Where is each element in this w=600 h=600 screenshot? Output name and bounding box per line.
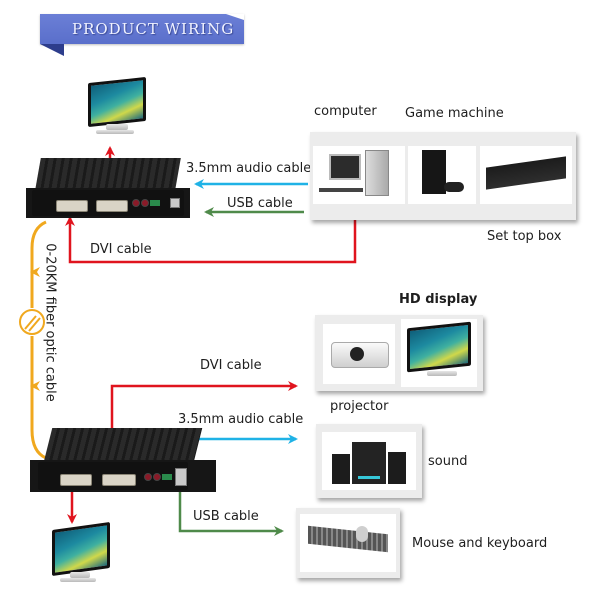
set-top-box-label: Set top box <box>487 229 562 244</box>
mouse-keyboard-panel <box>296 508 400 578</box>
computer-tower-icon <box>365 150 389 196</box>
display-outputs-panel <box>315 315 483 391</box>
sound-panel <box>316 424 422 498</box>
left-speaker-icon <box>332 454 350 484</box>
mouse-keyboard-label: Mouse and keyboard <box>412 536 548 551</box>
banner-fold <box>40 44 64 56</box>
hd-display-tile <box>401 319 477 387</box>
rx-terminal-block <box>162 474 172 480</box>
fiber-connector-icon <box>19 309 45 335</box>
set-top-box-tile <box>480 146 572 204</box>
game-machine-tile <box>408 146 476 204</box>
sources-panel <box>310 132 576 220</box>
rx-dvi-out-port <box>102 474 136 486</box>
hd-display-label: HD display <box>399 292 478 307</box>
receiver-device <box>30 428 216 494</box>
game-console-icon <box>422 150 446 194</box>
audio-out-jack <box>141 199 149 207</box>
projector-label: projector <box>330 399 389 414</box>
rx-audio-out-jack <box>153 473 161 481</box>
sound-tile <box>322 432 416 490</box>
bottom-monitor-icon <box>48 521 112 586</box>
sound-label: sound <box>428 454 468 469</box>
computer-keyboard-icon <box>319 188 363 192</box>
gamepad-icon <box>444 182 464 192</box>
usb-cable-label-bottom: USB cable <box>193 509 259 524</box>
computer-tile <box>313 146 405 204</box>
audio-cable-label-bottom: 3.5mm audio cable <box>178 412 304 427</box>
banner-corner <box>226 14 244 20</box>
top-monitor-icon <box>84 76 148 140</box>
audio-in-jack <box>132 199 140 207</box>
usb-out-line <box>178 490 284 536</box>
computer-label: computer <box>314 104 377 119</box>
usb-cable-label-top: USB cable <box>227 196 293 211</box>
keyboard-icon <box>308 525 388 553</box>
terminal-block <box>150 200 160 206</box>
game-machine-label: Game machine <box>405 106 504 121</box>
dvi-cable-label-bottom: DVI cable <box>200 358 262 373</box>
mouse-icon <box>356 526 368 542</box>
computer-monitor-icon <box>329 154 361 180</box>
rx-usb-a-ports <box>175 468 187 486</box>
usb-b-port <box>170 198 180 208</box>
right-speaker-icon <box>388 452 406 484</box>
rx-audio-in-jack <box>144 473 152 481</box>
set-top-box-icon <box>486 156 566 190</box>
dvi-cable-label-top: DVI cable <box>90 242 152 257</box>
transmitter-device <box>26 158 190 220</box>
hd-display-icon <box>407 321 471 373</box>
dvi-in-port <box>56 200 88 212</box>
fiber-cable-label: 0-20KM fiber optic cable <box>42 243 58 402</box>
audio-cable-label-top: 3.5mm audio cable <box>186 161 312 176</box>
rx-dvi-in-port <box>60 474 92 486</box>
title-banner <box>40 14 244 44</box>
subwoofer-icon <box>352 442 386 484</box>
dvi-out-port <box>96 200 128 212</box>
dvi-in-line <box>65 216 357 264</box>
fiber-line-upper <box>30 220 47 277</box>
mouse-keyboard-tile <box>300 514 396 572</box>
page-title: PRODUCT WIRING <box>72 20 235 38</box>
fiber-line-bottom <box>30 386 47 460</box>
projector-icon <box>331 342 389 368</box>
projector-tile <box>323 324 395 384</box>
